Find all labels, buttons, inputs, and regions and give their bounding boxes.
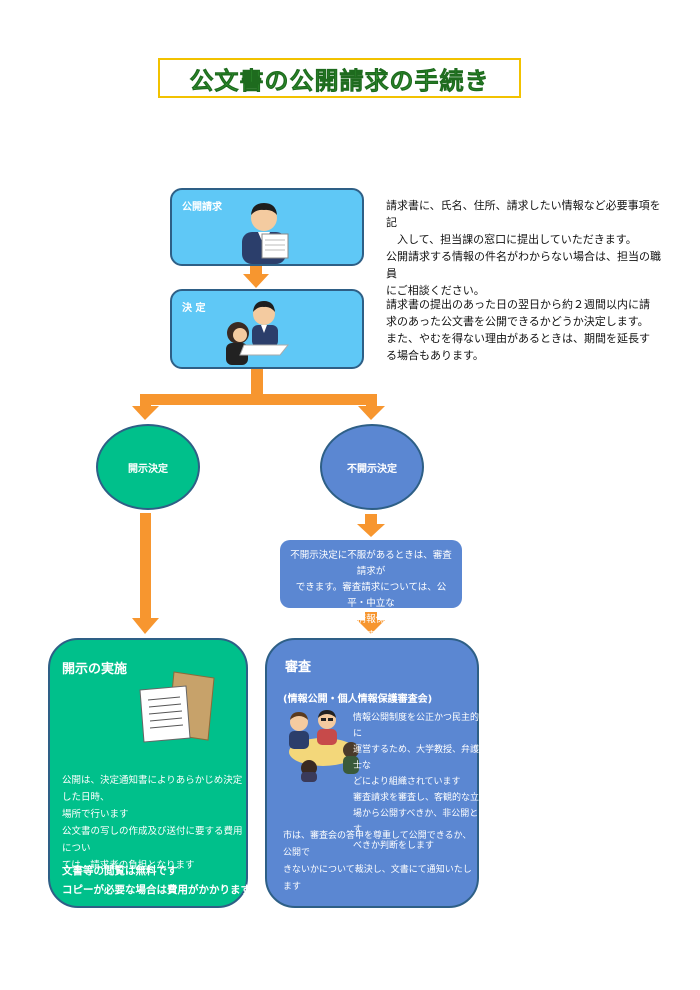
disclose-decision-label: 開示決定: [128, 463, 168, 475]
arrow-shaft-left-long: [140, 513, 151, 620]
review-subtitle: (情報公開・個人情報保護審査会): [283, 694, 433, 705]
arrow-head-left: [132, 406, 159, 420]
review-box: 審査 (情報公開・個人情報保護審査会) 情報公開制度を公正かつ民主的に 運営する…: [265, 638, 479, 908]
meeting-illustration: [226, 301, 290, 365]
step-decision: 決 定: [170, 289, 364, 369]
review-footer-line: 市は、審査会の答申を尊重して公開できるか、公開で: [283, 831, 472, 858]
review-line: どにより組織されています: [353, 777, 461, 787]
split-bar: [140, 394, 376, 405]
note-line: 情報公開・個人情報保護審査会が審査します: [290, 614, 452, 641]
title-box: 公文書の公開請求の手続き: [158, 58, 521, 98]
disclosure-line: 公文書の写しの作成及び送付に要する費用につい: [62, 826, 243, 854]
review-line: べきか判断をします: [353, 841, 435, 851]
review-line: 運営するため、大学教授、弁護士な: [353, 745, 480, 771]
disclosure-box: 開示の実施 公開は、決定通知書によりあらかじめ決定した日時、 場所で行います 公…: [48, 638, 251, 908]
disclosure-text: 公開は、決定通知書によりあらかじめ決定した日時、 場所で行います 公文書の写しの…: [62, 772, 248, 874]
step-decision-label: 決 定: [182, 303, 206, 314]
desc-line: 請求書の提出のあった日の翌日から約２週間以内に請: [386, 298, 650, 311]
documents-icon: [139, 671, 215, 743]
note-line: 不開示決定に不服があるときは、審査請求が: [290, 550, 452, 577]
review-title: 審査: [285, 660, 312, 675]
nondisclose-decision-label: 不開示決定: [347, 463, 397, 475]
review-line: 審査請求を審査し、客観的な立: [353, 793, 480, 803]
arrow-head-right: [358, 406, 385, 420]
disclosure-line: ては、請求者の負担となります: [62, 860, 195, 871]
arrow-shaft-2: [251, 368, 263, 394]
nondisclose-decision-node: 不開示決定: [320, 424, 424, 510]
review-line: 情報公開制度を公正かつ民主的に: [353, 713, 480, 739]
step-request-label: 公開請求: [182, 202, 222, 213]
desc-line: る場合もあります。: [386, 349, 484, 362]
review-text: 情報公開制度を公正かつ民主的に 運営するため、大学教授、弁護士な どにより組織さ…: [353, 710, 479, 854]
desc-line: 請求書に、氏名、住所、請求したい情報など必要事項を記: [386, 199, 661, 229]
disclosure-bold-line: コピーが必要な場合は費用がかかります: [62, 884, 251, 896]
disclosure-line: 場所で行います: [62, 809, 129, 820]
arrow-head-right-3: [357, 620, 385, 634]
desc-line: 求のあった公文書を公開できるかどうか決定します。: [386, 315, 649, 328]
review-footer-line: きないかについて裁決し、文書にて通知いたします: [283, 865, 472, 892]
review-footer: 市は、審査会の答申を尊重して公開できるか、公開で きないかについて裁決し、文書に…: [283, 828, 479, 896]
disclosure-bold: 文書等の閲覧は無料です コピーが必要な場合は費用がかかります: [62, 862, 252, 900]
step-request: 公開請求: [170, 188, 364, 266]
disclosure-line: 公開は、決定通知書によりあらかじめ決定した日時、: [62, 775, 243, 803]
note-line: できます。審査請求については、公平・中立な: [295, 582, 447, 609]
disclosure-title: 開示の実施: [62, 662, 128, 677]
step-decision-description: 請求書の提出のあった日の翌日から約２週間以内に請 求のあった公文書を公開できるか…: [386, 296, 666, 364]
review-line: 場から公開すべきか、非公開とす: [353, 809, 479, 835]
disclose-decision-node: 開示決定: [96, 424, 200, 510]
clerk-illustration: [242, 203, 289, 264]
arrow-head-1: [243, 274, 269, 288]
desc-line: 入して、担当課の窓口に提出していただきます。: [397, 233, 637, 246]
arrow-head-left-long: [132, 618, 159, 634]
desc-line: 公開請求する情報の件名がわからない場合は、担当の職員: [386, 250, 661, 280]
desc-line: また、やむを得ない理由があるときは、期間を延長す: [386, 332, 650, 345]
arrow-shaft-1: [250, 264, 262, 274]
arrow-head-right-2: [357, 524, 385, 537]
desc-line: にご相談ください。: [386, 284, 485, 297]
appeal-note: 不開示決定に不服があるときは、審査請求が できます。審査請求については、公平・中…: [280, 540, 462, 641]
page-title: 公文書の公開請求の手続き: [189, 66, 490, 95]
committee-illustration: [289, 710, 359, 782]
step-request-description: 請求書に、氏名、住所、請求したい情報など必要事項を記 入して、担当課の窓口に提出…: [386, 197, 666, 299]
disclosure-bold-line: 文書等の閲覧は無料です: [62, 865, 178, 877]
